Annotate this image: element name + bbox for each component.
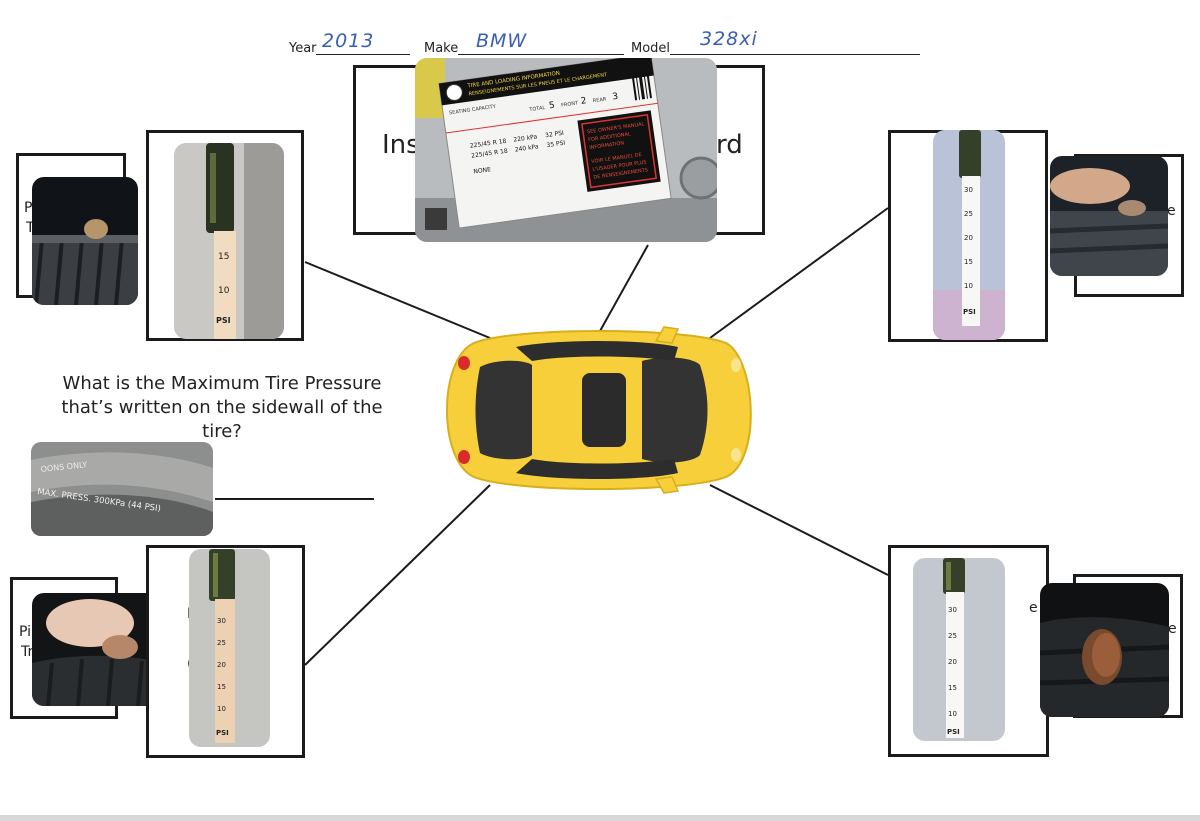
gauge-lt-tick-10: 10 (218, 286, 230, 296)
car-top-view-icon (446, 326, 752, 494)
tire-placard-photo: TIRE AND LOADING INFORMATION RENSEIGNEME… (415, 58, 717, 242)
placard-psi-front: 32 PSI (545, 130, 565, 140)
connector-right-top (709, 207, 889, 339)
gauge-lt-tick-15: 15 (218, 252, 229, 262)
make-label: Make (424, 41, 459, 56)
year-label: Year (289, 41, 317, 56)
gauge-rb-tick-15: 15 (948, 684, 957, 692)
placard-pressure-front: 220 kPa (513, 133, 538, 143)
placard-pressure-rear: 240 kPa (514, 143, 539, 153)
gauge-rb-unit: PSI (947, 728, 960, 736)
connector-left-bottom (304, 484, 491, 666)
right-bottom-box-text-2: e (1168, 621, 1177, 637)
make-value[interactable]: BMW (476, 30, 528, 52)
year-value[interactable]: 2013 (322, 30, 375, 52)
tread-coin-photo-right-bottom (1040, 583, 1169, 717)
left-top-box-text-2: T (26, 220, 35, 236)
tread-coin-photo-left-top (32, 177, 138, 305)
right-bottom-box-text-1: e (1029, 600, 1038, 616)
make-line (458, 54, 624, 55)
connector-top (594, 244, 649, 341)
placard-rear-value: 3 (612, 92, 619, 103)
left-top-box-text-1: P (24, 200, 33, 216)
model-line (670, 54, 920, 55)
gauge-rb-tick-20: 20 (948, 658, 957, 666)
placard-front-label: FRONT (561, 100, 580, 108)
placard-total-label: TOTAL (528, 105, 546, 113)
pressure-gauge-photo-right-bottom: 30 25 20 15 10 PSI (913, 558, 1005, 741)
gauge-rt-tick-15: 15 (964, 258, 973, 266)
placard-total-value: 5 (548, 101, 555, 112)
gauge-rt-tick-30: 30 (964, 186, 973, 194)
connector-left-top (304, 261, 491, 339)
gauge-rb-tick-10: 10 (948, 710, 957, 718)
gauge-rt-tick-20: 20 (964, 234, 973, 242)
right-top-box-text-1: e (1167, 203, 1176, 219)
gauge-lb-tick-30: 30 (217, 617, 226, 625)
bottom-edge-bar (0, 815, 1200, 821)
left-bottom-box-text-1: Pi (19, 624, 32, 640)
placard-box-text-right: rd (716, 130, 743, 160)
gauge-rt-tick-10: 10 (964, 282, 973, 290)
question-text: What is the Maximum Tire Pressure that’s… (61, 373, 383, 442)
pressure-gauge-photo-left-bottom: 30 25 20 15 10 PSI (189, 549, 270, 747)
gauge-rb-tick-30: 30 (948, 606, 957, 614)
gauge-lb-tick-15: 15 (217, 683, 226, 691)
placard-rear-label: REAR (592, 96, 607, 104)
tire-sidewall-photo: OONS ONLY MAX. PRESS. 300KPa (44 PSI) (31, 442, 213, 536)
connector-right-bottom (709, 484, 889, 576)
placard-spare: NONE (473, 166, 492, 175)
placard-warning-3: INFORMATION (589, 140, 625, 151)
gauge-lt-unit: PSI (216, 316, 231, 325)
gauge-lb-unit: PSI (216, 729, 229, 737)
tread-coin-photo-right-top (1050, 156, 1168, 276)
gauge-rb-tick-25: 25 (948, 632, 957, 640)
year-line (316, 54, 410, 55)
model-label: Model (631, 41, 671, 56)
placard-box-text-left: Ins (382, 130, 420, 160)
pressure-gauge-photo-right-top: 30 25 20 15 10 PSI (933, 130, 1005, 340)
placard-psi-rear: 35 PSI (546, 140, 566, 150)
model-value[interactable]: 328xi (700, 28, 758, 50)
gauge-rt-tick-25: 25 (964, 210, 973, 218)
gauge-rt-unit: PSI (963, 308, 976, 316)
pressure-gauge-photo-left-top: 15 10 PSI (174, 143, 284, 339)
placard-warning-2: FOR ADDITIONAL (588, 131, 632, 143)
left-bottom-box-text-2: Tr (21, 644, 34, 660)
placard-front-value: 2 (580, 96, 587, 107)
gauge-lb-tick-20: 20 (217, 661, 226, 669)
gauge-lb-tick-10: 10 (217, 705, 226, 713)
gauge-lb-tick-25: 25 (217, 639, 226, 647)
